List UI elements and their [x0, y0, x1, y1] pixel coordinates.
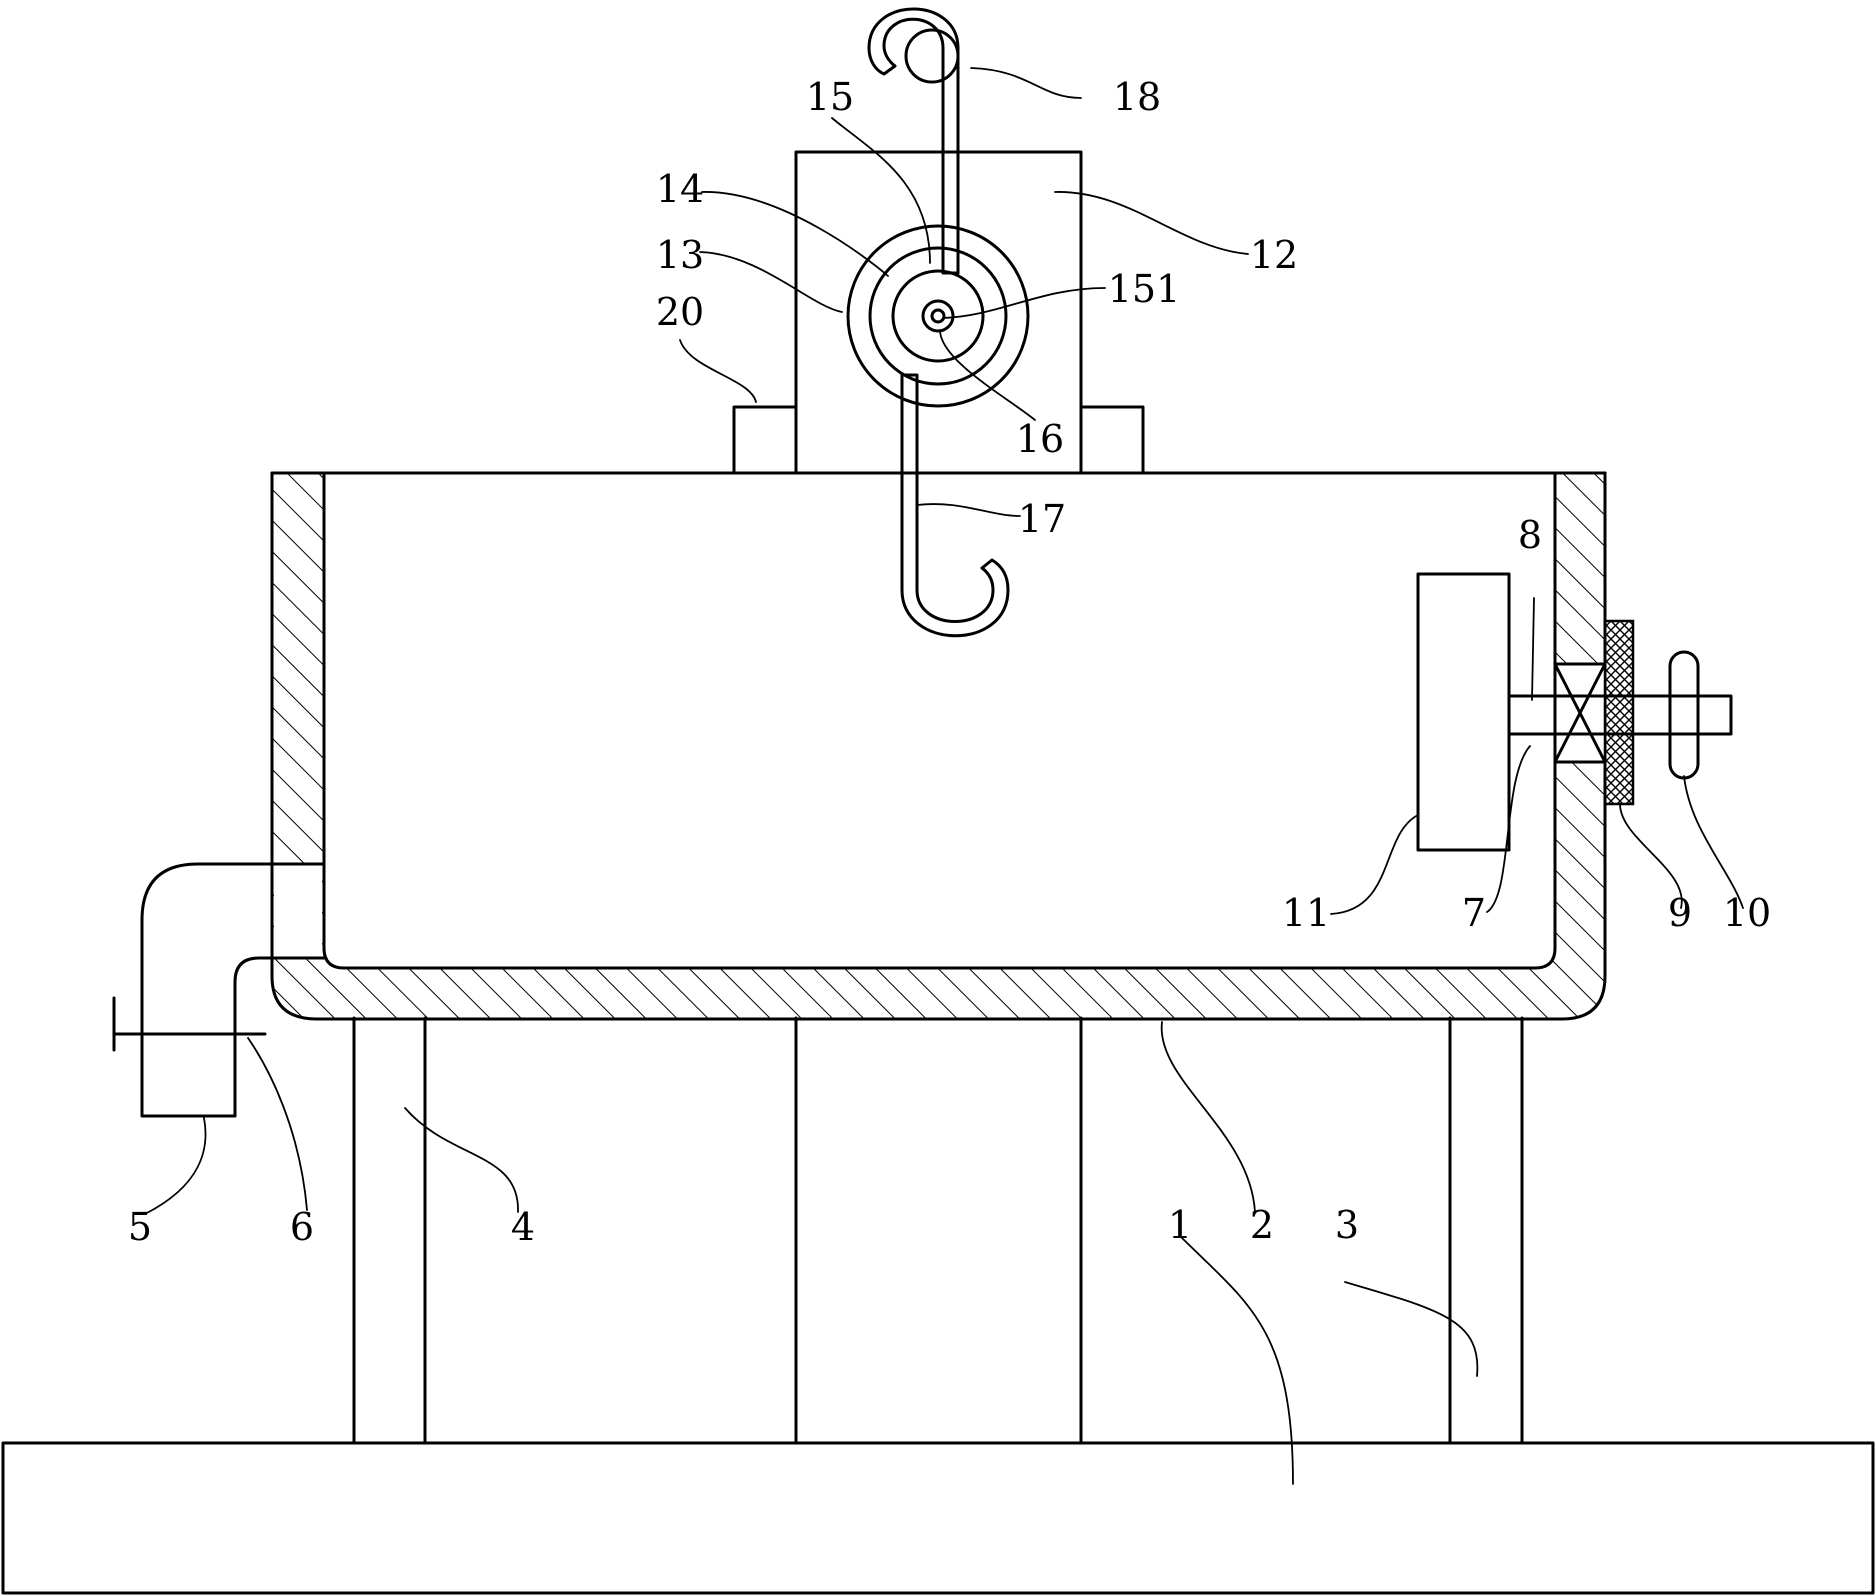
- leader-lines: [144, 67, 1744, 1485]
- gasket: [1603, 619, 1635, 806]
- guide-sleeve: [1553, 662, 1607, 764]
- label-6: 6: [290, 1205, 314, 1249]
- wheel-assembly: [846, 224, 1030, 408]
- label-5: 5: [128, 1205, 152, 1249]
- label-10: 10: [1723, 891, 1771, 935]
- pressing-plate: [1416, 572, 1511, 852]
- side-block-left: [732, 405, 798, 475]
- valve: [112, 996, 267, 1052]
- lower-hook: [900, 373, 1010, 638]
- label-2: 2: [1250, 1203, 1274, 1247]
- upper-hook: [904, 28, 960, 275]
- label-13: 13: [656, 233, 704, 277]
- label-18: 18: [1113, 75, 1161, 119]
- tank-wall: [270, 471, 1607, 1021]
- label-9: 9: [1668, 891, 1692, 935]
- upper-frame: [794, 150, 1083, 475]
- base-plate: [1, 1441, 1875, 1595]
- label-16: 16: [1016, 417, 1064, 461]
- part-labels: 1 2 3 4 5 6 7 8 9 10 11 12 13 14 15 151 …: [128, 75, 1771, 1249]
- label-3: 3: [1335, 1203, 1359, 1247]
- left-leg: [352, 1016, 427, 1445]
- center-support: [794, 1016, 1083, 1445]
- side-block-right: [1079, 405, 1145, 475]
- handle: [1668, 650, 1700, 780]
- right-leg: [1448, 1016, 1524, 1445]
- label-7: 7: [1462, 891, 1486, 935]
- label-4: 4: [511, 1205, 535, 1249]
- label-12: 12: [1250, 233, 1298, 277]
- label-11: 11: [1282, 891, 1330, 935]
- label-151: 151: [1108, 267, 1181, 311]
- label-15: 15: [806, 75, 854, 119]
- label-8: 8: [1518, 513, 1542, 557]
- label-1: 1: [1168, 1203, 1192, 1247]
- label-20: 20: [656, 290, 704, 334]
- outlet-pipe: [140, 862, 326, 1118]
- label-17: 17: [1018, 497, 1066, 541]
- label-14: 14: [656, 167, 704, 211]
